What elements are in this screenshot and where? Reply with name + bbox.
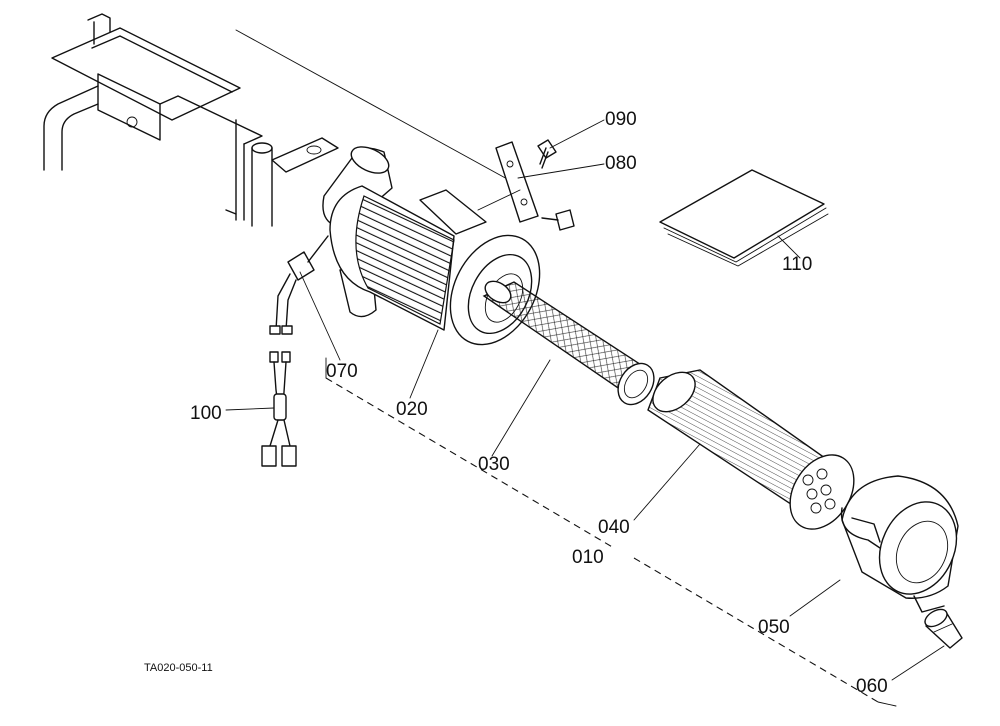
wire-harness-100 [261,351,297,467]
mounting-frame [43,13,339,227]
callout-100: 100 [190,403,222,424]
air-cleaner-body [322,146,541,346]
assembly-bracket-010 [325,357,897,707]
callout-070: 070 [326,361,358,382]
leader-lines [225,119,945,681]
main-element-040 [647,369,855,530]
figure-code: TA020-050-11 [144,662,213,674]
mounting-bracket [477,141,539,223]
callout-090: 090 [605,109,637,130]
inner-element-030 [482,280,655,406]
callout-110: 110 [782,254,812,275]
callout-040: 040 [598,517,630,538]
bolt-090-icon [537,139,557,169]
callout-030: 030 [478,454,510,475]
callout-080: 080 [605,153,637,174]
callout-020: 020 [396,399,428,420]
vacuum-switch-070 [269,235,329,335]
bolt-080-icon [541,209,575,231]
mounting-reference-line [235,29,521,187]
callout-060: 060 [856,676,888,697]
cover-050 [840,475,959,613]
manual-110-icon [659,169,829,267]
callout-050: 050 [758,617,790,638]
evacuator-valve-060 [924,608,963,649]
callout-010: 010 [572,547,604,568]
